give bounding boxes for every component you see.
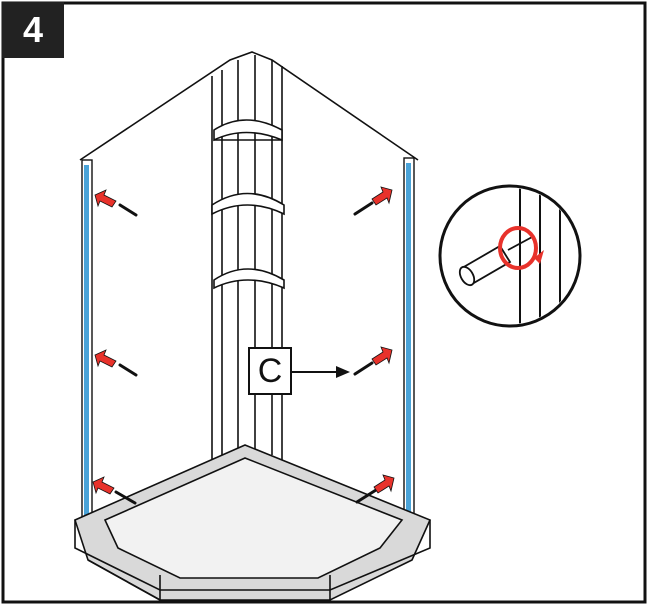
right-wall-channel xyxy=(403,157,415,526)
screw-icon xyxy=(353,201,378,504)
corner-shelf-middle xyxy=(211,192,285,216)
screw-icon xyxy=(114,203,138,505)
part-label-c: C xyxy=(248,347,292,395)
direction-arrow-icon xyxy=(92,189,117,495)
shower-tray xyxy=(74,444,432,601)
rotate-arrow-icon xyxy=(498,226,544,270)
screwdriver-icon xyxy=(458,235,535,287)
left-wall-channel xyxy=(81,159,93,526)
corner-shelf-bottom xyxy=(213,268,285,290)
step-number-badge: 4 xyxy=(2,2,64,58)
direction-arrow-icon xyxy=(371,186,395,494)
callout-arrow xyxy=(292,366,350,378)
corner-shelf-top xyxy=(213,119,283,142)
